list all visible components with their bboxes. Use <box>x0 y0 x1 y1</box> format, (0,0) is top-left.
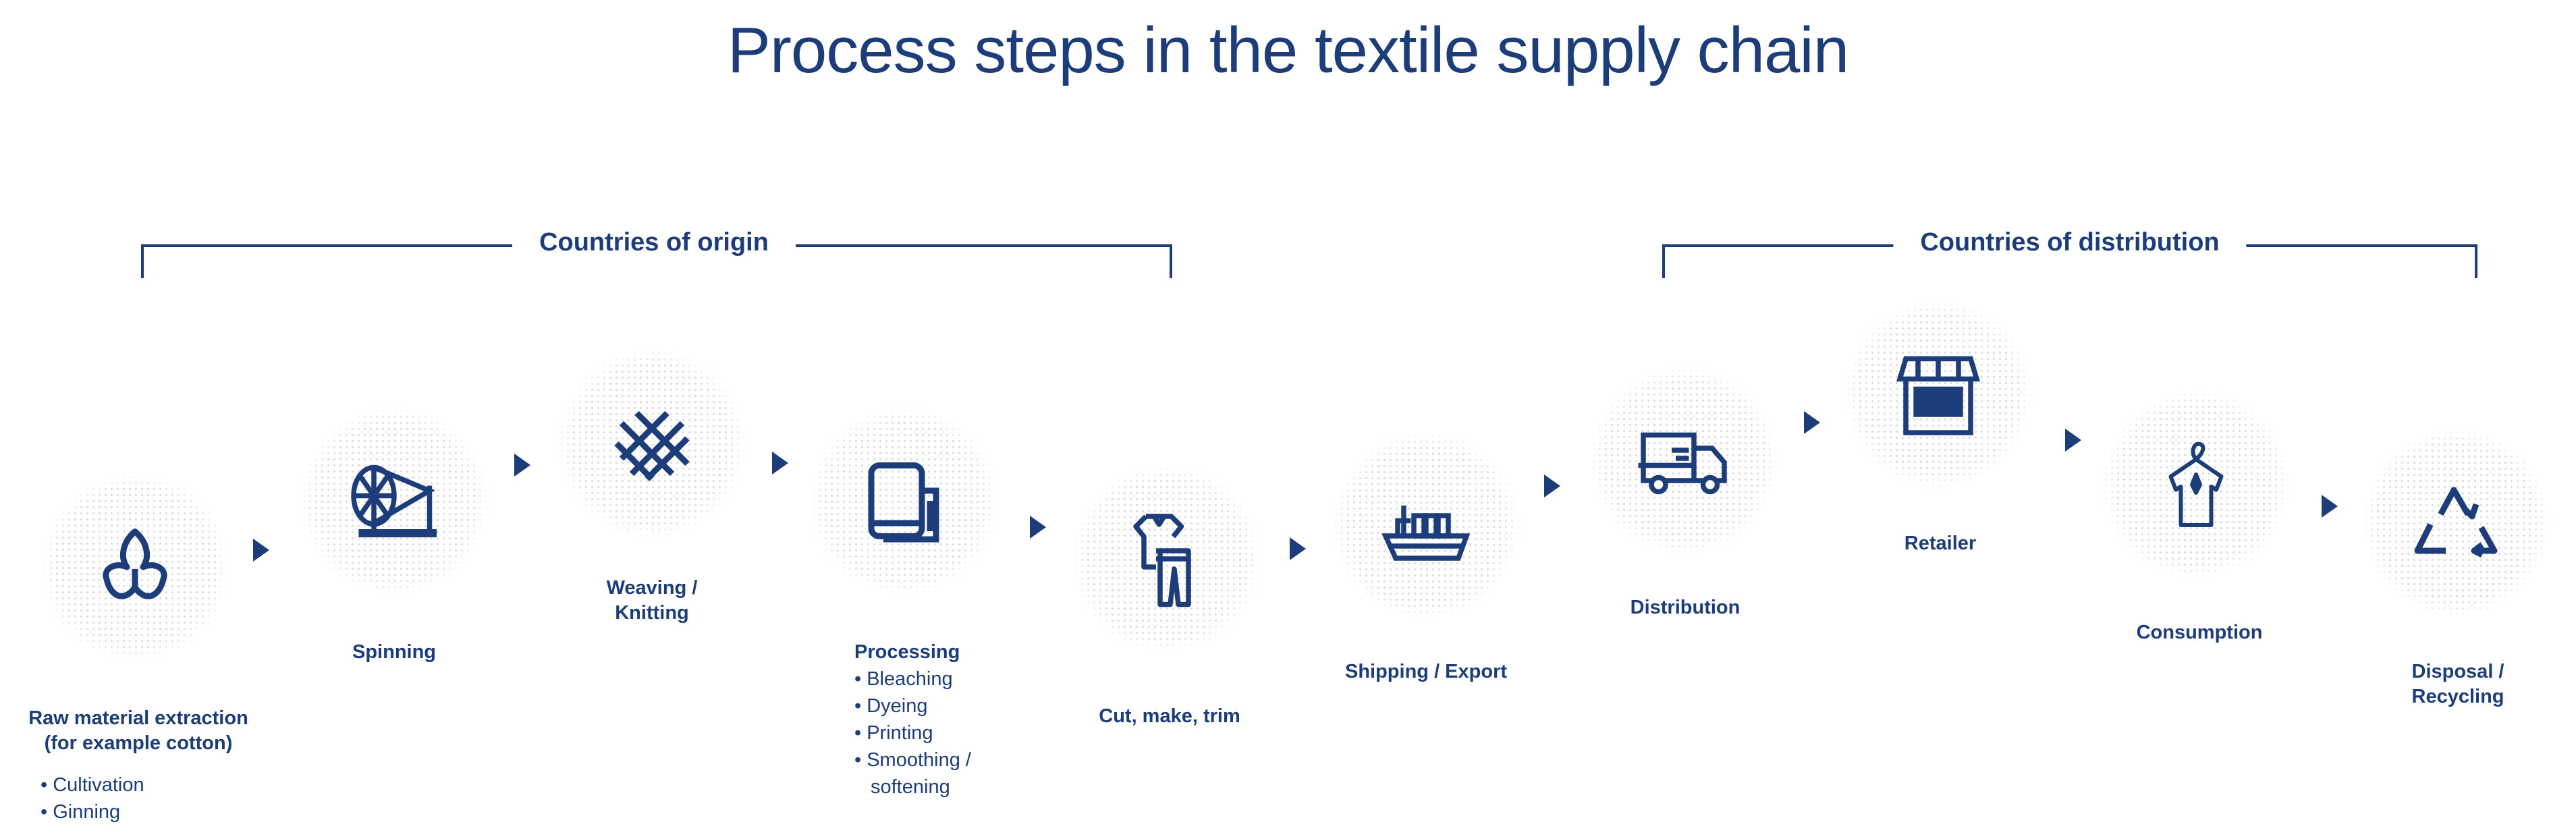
step-label-raw-material: Raw material extraction (for example cot… <box>28 706 248 756</box>
arrow-right-icon <box>772 452 788 475</box>
step-label-retailer: Retailer <box>1904 533 1977 554</box>
step-label-consumption: Consumption <box>2136 622 2263 643</box>
arrow-right-icon <box>2065 429 2081 452</box>
distribution-label: Countries of distribution <box>1893 228 2247 257</box>
label-line: Processing <box>854 641 960 663</box>
arrow-right-icon <box>253 539 269 562</box>
arrow-right-icon <box>1804 411 1820 434</box>
origin-label: Countries of origin <box>512 228 796 257</box>
diagram-title: Process steps in the textile supply chai… <box>727 14 1849 86</box>
label-line: Recycling <box>2411 686 2504 707</box>
bullet-item: • Smoothing / <box>854 749 971 771</box>
label-line: Raw material extraction <box>28 707 248 729</box>
shirt-hanger-icon <box>2145 434 2247 535</box>
step-label-processing: Processing • Bleaching • Dyeing • Printi… <box>854 639 971 801</box>
ship-icon <box>1375 475 1477 576</box>
step-circle <box>42 474 228 660</box>
bullet-item: • Dyeing <box>854 695 928 717</box>
raw-material-bullets: • Cultivation • Ginning <box>40 772 144 826</box>
bullet-item: • Bleaching <box>854 668 953 690</box>
store-icon <box>1888 344 1989 445</box>
truck-icon <box>1633 410 1734 511</box>
step-circle <box>559 350 745 537</box>
recycle-icon <box>2405 472 2506 573</box>
step-label-weaving: Weaving / Knitting <box>607 576 698 626</box>
step-circle <box>2363 429 2549 616</box>
label-line: (for example cotton) <box>44 732 233 754</box>
spinning-wheel-icon <box>344 450 445 551</box>
step-label-spinning: Spinning <box>352 641 437 663</box>
step-label-cmt: Cut, make, trim <box>1099 705 1240 727</box>
fabric-roll-icon <box>853 450 954 551</box>
bullet-item: • Ginning <box>40 801 121 823</box>
label-line: Disposal / <box>2411 661 2504 682</box>
step-circle <box>811 408 997 594</box>
step-label-distribution: Distribution <box>1630 597 1741 618</box>
arrow-right-icon <box>2322 495 2338 518</box>
arrow-right-icon <box>514 454 530 477</box>
arrow-right-icon <box>1030 516 1046 539</box>
cotton-icon <box>84 516 186 618</box>
bullet-item: • Printing <box>854 722 933 744</box>
clothing-icon <box>1116 508 1217 610</box>
label-line: Knitting <box>615 602 689 624</box>
arrow-right-icon <box>1290 537 1306 560</box>
step-label-disposal: Disposal / Recycling <box>2412 659 2504 709</box>
bullet-item: softening <box>871 776 950 798</box>
step-label-shipping: Shipping / Export <box>1344 661 1508 682</box>
weaving-icon <box>601 393 703 494</box>
bullet-item: • Cultivation <box>40 774 144 796</box>
label-line: Weaving / <box>606 577 698 599</box>
arrow-right-icon <box>1544 475 1560 497</box>
